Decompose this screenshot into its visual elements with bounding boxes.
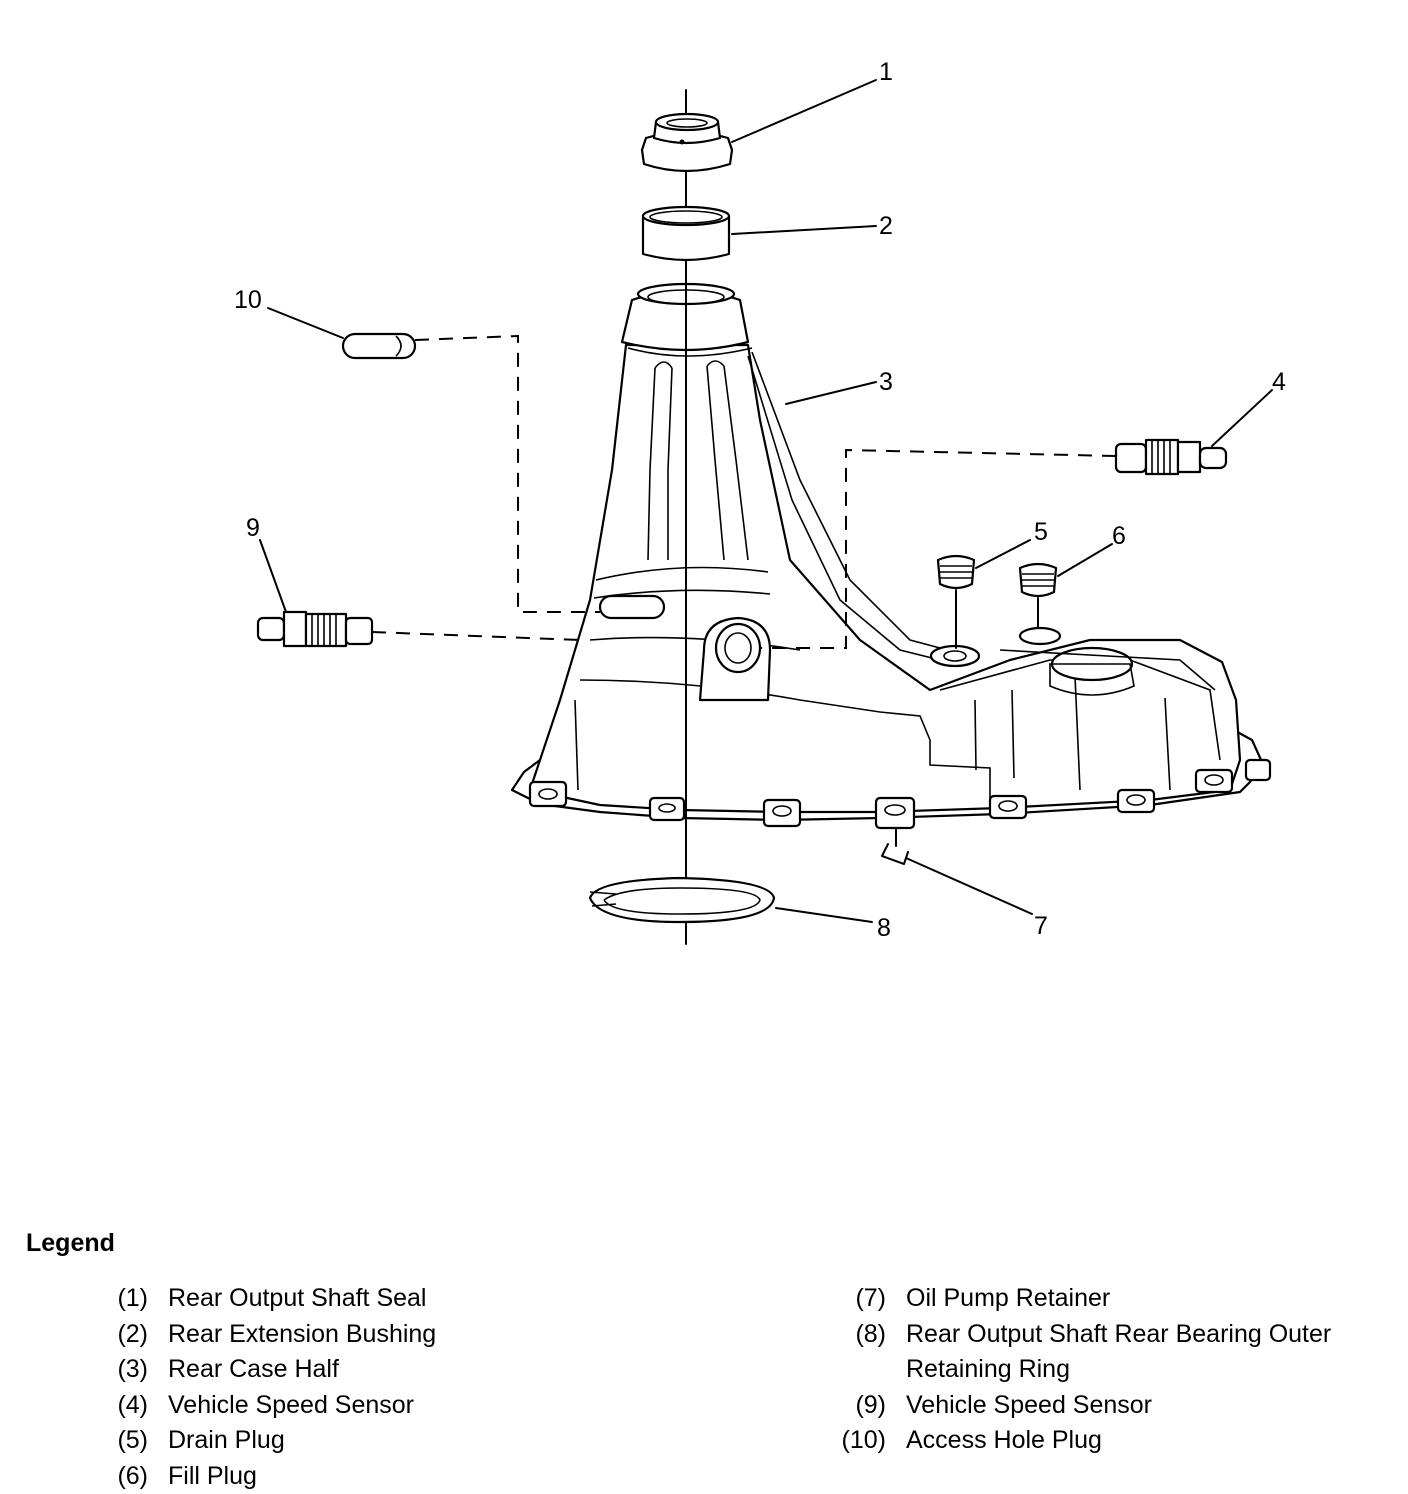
legend-label: Access Hole Plug [906, 1426, 1102, 1454]
flange-bolt-lugs [528, 758, 1272, 830]
legend-item: (8) Rear Output Shaft Rear Bearing Outer… [820, 1317, 1400, 1388]
callout-1: 1 [879, 58, 893, 86]
callout-10: 10 [234, 286, 262, 314]
callout-5: 5 [1034, 518, 1048, 546]
callout-3: 3 [879, 368, 893, 396]
legend-item: (4) Vehicle Speed Sensor [82, 1388, 702, 1424]
drain-plug [936, 554, 976, 649]
legend-item: (2) Rear Extension Bushing [82, 1317, 702, 1353]
callout-4: 4 [1272, 368, 1286, 396]
legend-label: Drain Plug [168, 1426, 285, 1454]
legend-number: (3) [117, 1355, 148, 1383]
legend-number: (9) [855, 1390, 886, 1419]
legend-number: (4) [117, 1390, 148, 1419]
legend-label: Rear Case Half [168, 1355, 339, 1383]
legend-label: Fill Plug [168, 1461, 257, 1490]
legend-label: Rear Extension Bushing [168, 1319, 437, 1348]
legend-label: Vehicle Speed Sensor [906, 1390, 1153, 1419]
legend-item: (3) Rear Case Half [82, 1352, 702, 1388]
access-hole-plug [341, 332, 600, 613]
leader-lines [259, 79, 1273, 923]
legend-number: (1) [117, 1284, 148, 1312]
legend-label: Oil Pump Retainer [906, 1284, 1111, 1312]
legend-title: Legend [26, 1229, 115, 1257]
fill-plug [1018, 562, 1058, 629]
legend-item: (9) Vehicle Speed Sensor [820, 1388, 1400, 1424]
oil-pump-retainer [881, 827, 909, 865]
legend-item: (10) Access Hole Plug [820, 1423, 1400, 1459]
legend-item: (1) Rear Output Shaft Seal [82, 1281, 702, 1317]
retaining-ring [588, 876, 776, 924]
rear-extension-bushing [641, 205, 731, 262]
callout-8: 8 [877, 914, 891, 942]
legend-number: (10) [841, 1426, 886, 1454]
legend-number: (7) [855, 1284, 886, 1312]
legend-item: (5) Drain Plug [82, 1423, 702, 1459]
callout-9: 9 [246, 514, 260, 542]
legend-label: Rear Output Shaft Seal [168, 1284, 427, 1312]
legend-label: Vehicle Speed Sensor [168, 1390, 415, 1419]
vehicle-speed-sensor-right [760, 438, 1228, 649]
legend-number: (2) [117, 1319, 148, 1348]
vehicle-speed-sensor-left [256, 610, 581, 648]
legend-label: Rear Output Shaft Rear Bearing Outer Ret… [906, 1319, 1332, 1384]
exploded-view-diagram: 1 2 3 4 5 6 7 8 9 10 [234, 58, 1286, 945]
callout-2: 2 [879, 212, 893, 240]
callout-7: 7 [1034, 912, 1048, 940]
legend-number: (5) [117, 1426, 148, 1454]
legend-item: (6) Fill Plug [82, 1459, 702, 1494]
legend-left-column: (1) Rear Output Shaft Seal (2) Rear Exte… [82, 1281, 702, 1494]
callout-6: 6 [1112, 522, 1126, 550]
rear-output-shaft-seal [640, 112, 734, 173]
legend-number: (8) [855, 1319, 886, 1348]
rear-case-half [510, 282, 1272, 830]
legend-item: (7) Oil Pump Retainer [820, 1281, 1400, 1317]
legend-number: (6) [117, 1461, 148, 1490]
legend-right-column: (7) Oil Pump Retainer (8) Rear Output Sh… [820, 1281, 1400, 1459]
